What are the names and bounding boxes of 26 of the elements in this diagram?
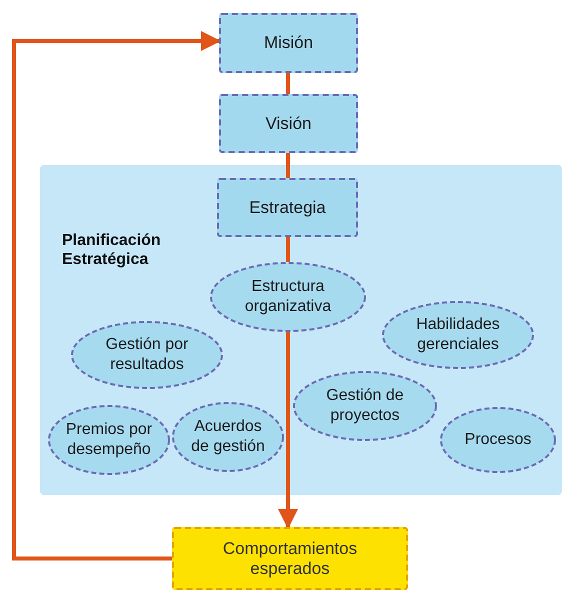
planning-panel bbox=[40, 165, 562, 495]
node-label: Gestión de proyectos bbox=[325, 386, 405, 426]
arrow bbox=[12, 31, 221, 560]
ellipse-node bbox=[210, 262, 366, 332]
outcome-box bbox=[172, 527, 408, 590]
panel-title: Planificación Estratégica bbox=[62, 231, 162, 269]
ellipse-node bbox=[382, 301, 534, 369]
ellipse-node bbox=[48, 405, 170, 475]
ellipse-node bbox=[440, 407, 556, 473]
node-label: Acuerdos de gestión bbox=[190, 417, 266, 457]
node-label: Comportamientos esperados bbox=[222, 538, 358, 578]
node-label: Estrategia bbox=[248, 198, 327, 218]
node-label: Premios por desempeño bbox=[64, 420, 154, 460]
node-label: Gestión por resultados bbox=[104, 335, 190, 375]
node-label: Habilidades gerenciales bbox=[415, 315, 501, 355]
process-box bbox=[219, 94, 358, 153]
ellipse-node bbox=[293, 371, 437, 441]
node-label: Estructura organizativa bbox=[244, 277, 332, 317]
ellipse-node bbox=[71, 321, 223, 389]
process-box bbox=[219, 13, 358, 73]
node-label: Procesos bbox=[464, 430, 532, 450]
arrow bbox=[278, 332, 298, 529]
node-label: Visión bbox=[264, 114, 312, 134]
ellipse-node bbox=[172, 402, 284, 472]
node-label: Misión bbox=[262, 33, 314, 53]
process-box bbox=[217, 178, 358, 237]
